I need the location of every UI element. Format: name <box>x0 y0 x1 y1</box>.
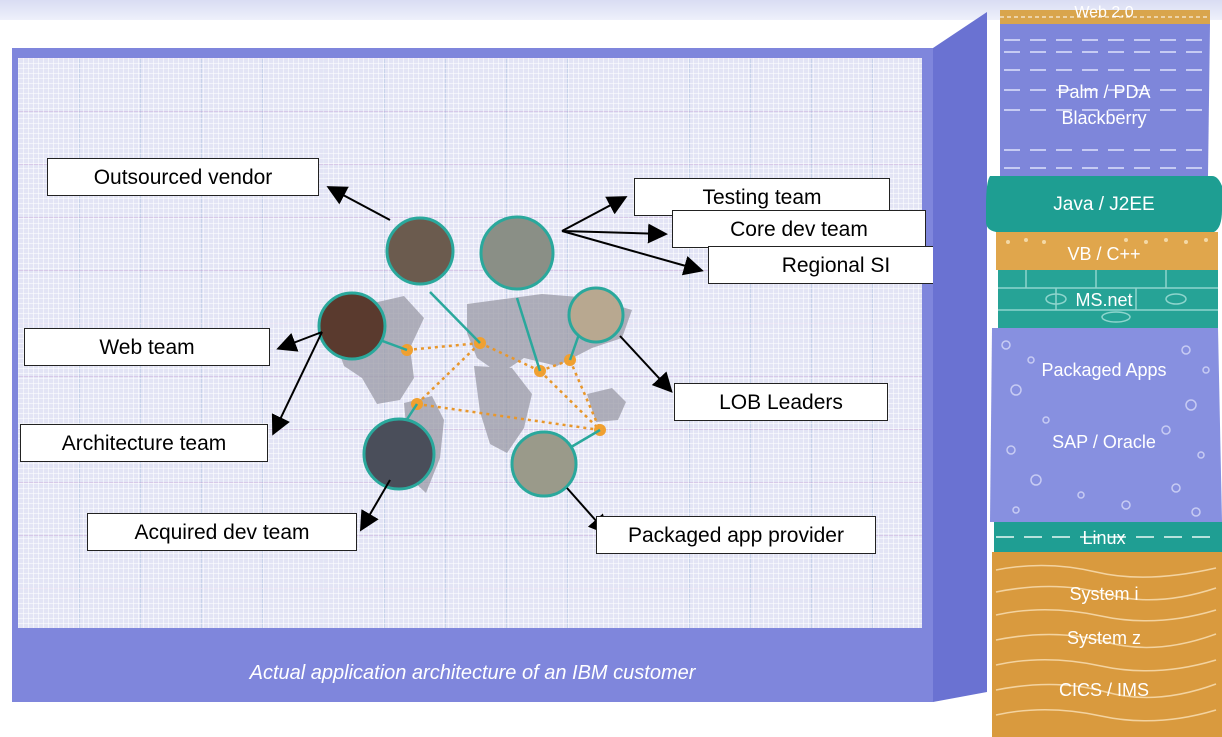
network-links <box>406 341 602 432</box>
layer-msnet <box>998 270 1218 328</box>
label-ms-net: MS.net <box>1075 290 1133 310</box>
label-packaged-apps: Packaged Apps <box>1041 360 1167 380</box>
layer-mobile <box>1000 24 1210 176</box>
team-photos <box>317 215 625 498</box>
photo-core-team <box>479 215 555 291</box>
panel-connector <box>933 12 987 702</box>
label-outsourced-vendor: Outsourced vendor <box>47 158 319 196</box>
label-packaged-app-provider: Packaged app provider <box>596 516 876 554</box>
caption: Actual application architecture of an IB… <box>249 662 696 684</box>
label-system-z: System z <box>1066 628 1141 648</box>
photo-lob-leaders <box>567 286 625 344</box>
label-architecture-team: Architecture team <box>20 424 268 462</box>
label-palm-pda: Palm / PDA <box>1057 82 1151 102</box>
photo-web-team <box>317 291 387 361</box>
layer-vb <box>996 232 1218 270</box>
continent-africa <box>474 366 532 453</box>
label-java-j2ee: Java / J2EE <box>1053 194 1155 215</box>
network-nodes <box>401 337 606 436</box>
label-core-dev-team: Core dev team <box>672 210 926 248</box>
label-web-team: Web team <box>24 328 270 366</box>
label-vb-c: VB / C++ <box>1067 244 1141 264</box>
label-linux: Linux <box>1082 528 1126 548</box>
architecture-panel: Outsourced vendor Testing team Core dev … <box>12 48 964 702</box>
world-map-overlay <box>271 186 704 535</box>
photo-acquired-team <box>362 417 436 491</box>
label-acquired-dev-team: Acquired dev team <box>87 513 357 551</box>
label-testing-team: Testing team <box>634 178 890 216</box>
label-blackberry: Blackberry <box>1061 108 1147 128</box>
stack-layers <box>986 10 1222 737</box>
layer-packaged <box>990 328 1222 522</box>
photo-packaged-app <box>510 430 578 498</box>
label-web20: Web 2.0 <box>1074 4 1134 21</box>
top-bar <box>0 0 1222 20</box>
layer-java <box>986 176 1222 232</box>
layer-systems <box>992 552 1222 737</box>
continent-australia <box>587 388 626 422</box>
photo-outsourced-vendor <box>385 216 455 286</box>
arrows <box>271 186 704 535</box>
label-regional-si: Regional SI <box>708 246 964 284</box>
label-system-i: System i <box>1069 584 1139 604</box>
label-lob-leaders: LOB Leaders <box>674 383 888 421</box>
label-sap-oracle: SAP / Oracle <box>1052 432 1156 452</box>
label-cics-ims: CICS / IMS <box>1058 680 1149 700</box>
technology-stack: Web 2.0 Palm / PDA Blackberry Java / J2E… <box>986 4 1222 737</box>
